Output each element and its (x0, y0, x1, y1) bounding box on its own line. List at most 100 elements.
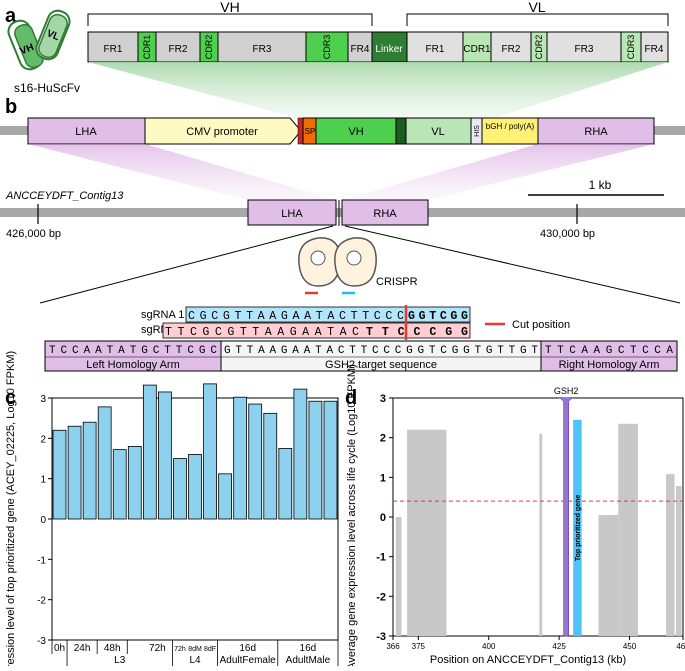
chart-d-bar (407, 429, 447, 636)
chart-c-group-label: AdultFemale (220, 655, 277, 666)
construct-vl: VL (431, 126, 444, 138)
chart-c-bar (173, 458, 187, 520)
construct-bgh: bGH / poly(A) (486, 122, 535, 131)
construct-cmv: CMV promoter (186, 126, 258, 138)
chart-c-ylabel: Expression level of top prioritized gene… (5, 351, 17, 666)
chart-d-xtick-label: 450 (623, 642, 637, 651)
chart-c-ytick-label: -2 (37, 596, 46, 607)
chart-c-xtick-label: 16d (300, 643, 317, 654)
chart-c-bar (112, 449, 127, 520)
chart-c-bar (293, 388, 308, 520)
seg-fr1-vl: FR1 (426, 44, 445, 55)
chart-c-xtick-label: 8dM (188, 646, 202, 653)
chart-c-xtick-label: 48h (104, 643, 121, 654)
chart-c-bar (278, 448, 293, 520)
seg-fr3-vh: FR3 (253, 44, 272, 55)
chart-d-xtick-label: 469 (676, 642, 685, 651)
crispr-label: CRISPR (376, 276, 418, 288)
chart-d-ytick-label: 1 (380, 472, 386, 484)
chart-d-xtick-label: 425 (552, 642, 566, 651)
chart-c-bar (323, 400, 338, 520)
chart-c-ytick-label: -1 (37, 555, 46, 566)
chart-d-top-gene-label: Top prioritized gene (575, 495, 582, 561)
crispr-fan-right (344, 225, 681, 304)
chart-c-bar (158, 391, 172, 520)
scale-bar-label: 1 kb (589, 178, 612, 192)
chart-d-ytick-label: 0 (380, 512, 386, 524)
chart-c-bar (188, 454, 202, 520)
chart-d-ytick-label: -3 (376, 631, 386, 643)
vl-bracket (406, 13, 669, 26)
right-bp-label: 430,000 bp (540, 228, 595, 240)
chart-d-gsh2-marker (563, 397, 569, 637)
vh-bracket (87, 13, 373, 26)
chart-c-xtick-label: 16d (239, 643, 256, 654)
chart-d-bar (666, 474, 675, 636)
chart-c-bar (142, 384, 157, 520)
zoom-fan-lha (28, 144, 336, 200)
sgrna1-label: sgRNA 1 (141, 309, 184, 321)
chart-d-ylabel: Average gene expression level across lif… (346, 364, 358, 666)
panel-label-b: b (5, 96, 17, 118)
scfv-vl-label: VL (45, 28, 61, 43)
chart-c-bar (52, 429, 67, 520)
seq-mid-box (220, 340, 542, 372)
seq-right-label: Right Homology Arm (559, 359, 660, 371)
chart-c-bar (308, 400, 323, 520)
scfv-segment-bar: FR1 CDR1 FR2 CDR2 FR3 CDR3 FR4 Linker FR… (87, 31, 669, 63)
chart-c-bar (82, 421, 97, 520)
chart-c-ytick-label: 0 (40, 515, 46, 526)
chart-c-group-label: L4 (189, 655, 201, 666)
chart-d-bar (395, 517, 402, 636)
chart-d-xtick-label: 366 (386, 642, 400, 651)
chart-c-bar (218, 473, 232, 520)
chart-d-bar (539, 433, 543, 636)
chart-d-xtick-label: 400 (482, 642, 496, 651)
seg-cdr2-vl: CDR2 (534, 35, 544, 60)
seg-fr2-vl: FR2 (502, 44, 521, 55)
construct-his: HIS (474, 125, 481, 137)
panel-label-c: c (5, 387, 16, 409)
seq-left: TCCAATATGCTTCGC (49, 345, 217, 357)
scfv-name: s16-HuScFv (14, 81, 80, 95)
left-bp-label: 426,000 bp (6, 228, 61, 240)
chart-c-xtick-label: 8dF (204, 646, 216, 653)
panel-label-d: d (345, 387, 357, 409)
scfv-icon: VH VL (7, 9, 71, 71)
chart-c-ytick-label: 2 (40, 434, 46, 445)
seg-fr4-vl: FR4 (645, 44, 664, 55)
chart-c-ytick-label: 1 (40, 475, 46, 486)
seg-cdr3-vl: CDR3 (626, 35, 636, 60)
vl-header: VL (528, 0, 545, 15)
seq-right-box (540, 340, 678, 372)
cas9-icon (298, 237, 377, 295)
chart-c-bar (203, 383, 217, 520)
chart-c-bar (127, 445, 142, 520)
chart-d-gsh2-label: GSH2 (554, 386, 579, 396)
chart-c-bar (67, 425, 82, 520)
chart-c-bar (248, 403, 263, 520)
chart-c-xtick-label: 72h (174, 646, 186, 653)
seq-mid-label: GSH2 target sequence (325, 359, 437, 371)
chart-d-ytick-label: -1 (376, 552, 386, 564)
chart-d-bar (618, 423, 638, 636)
vh-header: VH (220, 0, 239, 15)
construct-vh: VH (348, 126, 363, 138)
chart-c-group-label: L3 (114, 655, 126, 666)
seg-cdr1-vh: CDR1 (142, 35, 152, 60)
seg-linker: Linker (375, 44, 403, 55)
construct-lha: LHA (75, 126, 97, 138)
chart-d-xtick-label: 375 (412, 642, 426, 651)
zoom-fan-green (88, 62, 668, 122)
scfv-vh-label: VH (19, 42, 36, 57)
genome-rha (341, 199, 429, 226)
seg-cdr2-vh: CDR2 (204, 35, 214, 60)
construct-rha: RHA (584, 126, 608, 138)
chart-d-ytick-label: 2 (380, 433, 386, 445)
chart-c-ytick-label: 3 (40, 394, 46, 405)
genome-lha-label: LHA (281, 208, 303, 220)
seg-fr3-vl: FR3 (575, 44, 594, 55)
zoom-fan-rha (342, 144, 654, 200)
seq-left-label: Left Homology Arm (86, 359, 180, 371)
